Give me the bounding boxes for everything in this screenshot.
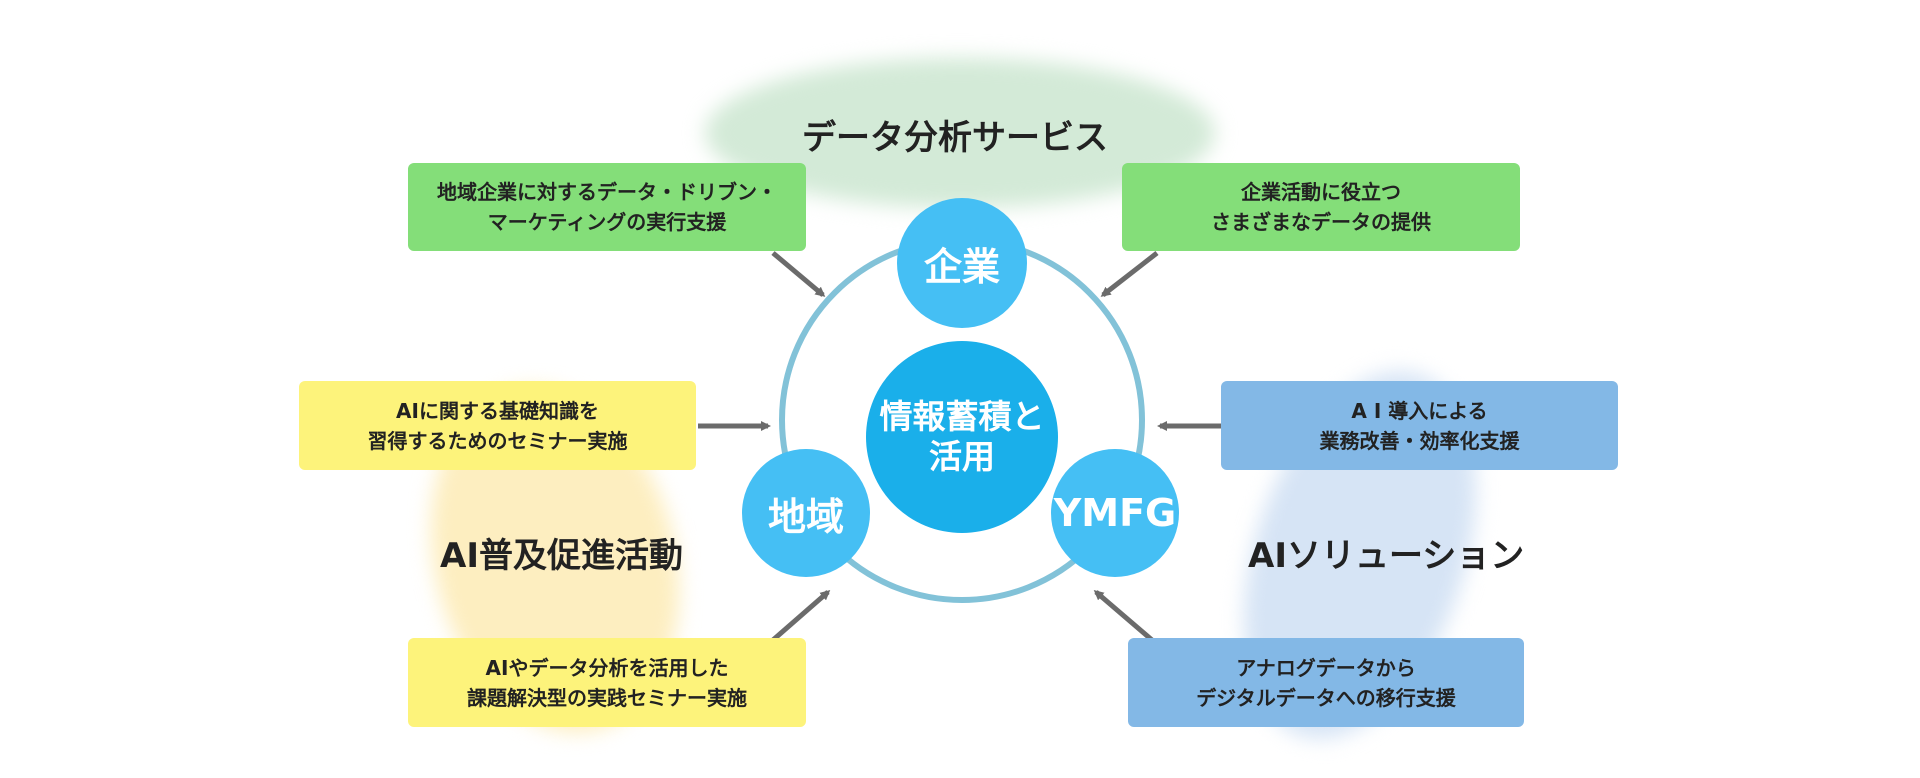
arrow-top-left <box>771 251 826 297</box>
node-company: 企業 <box>897 198 1027 328</box>
node-ymfg-label: YMFG <box>1053 491 1177 535</box>
box-line: 地域企業に対するデータ・ドリブン・ <box>437 180 777 204</box>
heading-ai-promotion: AI普及促進活動 <box>440 536 683 576</box>
box-line: 業務改善・効率化支援 <box>1319 428 1520 453</box>
box-line: マーケティングの実行支援 <box>487 210 727 234</box>
box-digital-migration-support: アナログデータから デジタルデータへの移行支援 <box>1128 638 1524 727</box>
box-practical-seminar: AIやデータ分析を活用した 課題解決型の実践セミナー実施 <box>408 638 806 727</box>
box-regional-data-driven-marketing: 地域企業に対するデータ・ドリブン・ マーケティングの実行支援 <box>408 163 806 251</box>
box-line: 課題解決型の実践セミナー実施 <box>467 685 747 710</box>
box-line: AIに関する基礎知識を <box>396 398 599 423</box>
box-business-data-provision: 企業活動に役立つ さまざまなデータの提供 <box>1122 163 1520 251</box>
node-company-label: 企業 <box>923 244 1000 289</box>
box-line: A I 導入による <box>1351 398 1488 423</box>
center-circle: 情報蓄積と 活用 <box>866 341 1058 533</box>
arrow-bottom-right <box>1093 590 1154 642</box>
center-label-line2: 活用 <box>929 437 995 476</box>
heading-ai-solution: AIソリューション <box>1248 536 1525 576</box>
box-line: AIやデータ分析を活用した <box>485 655 729 680</box>
node-region-label: 地域 <box>767 494 844 539</box>
box-line: デジタルデータへの移行支援 <box>1196 685 1456 710</box>
box-line: 企業活動に役立つ <box>1241 180 1401 204</box>
box-ai-efficiency-support: A I 導入による 業務改善・効率化支援 <box>1221 381 1618 470</box>
heading-data-analysis: データ分析サービス <box>802 118 1108 158</box>
box-line: 習得するためのセミナー実施 <box>367 428 628 453</box>
box-line: さまざまなデータの提供 <box>1211 210 1431 234</box>
center-label-line1: 情報蓄積と <box>879 397 1045 436</box>
box-ai-basics-seminar: AIに関する基礎知識を 習得するためのセミナー実施 <box>299 381 696 470</box>
arrow-top-right <box>1100 251 1159 297</box>
box-line: アナログデータから <box>1236 655 1416 680</box>
node-ymfg: YMFG <box>1051 449 1179 577</box>
node-region: 地域 <box>742 449 870 577</box>
arrow-bottom-left <box>771 590 831 642</box>
